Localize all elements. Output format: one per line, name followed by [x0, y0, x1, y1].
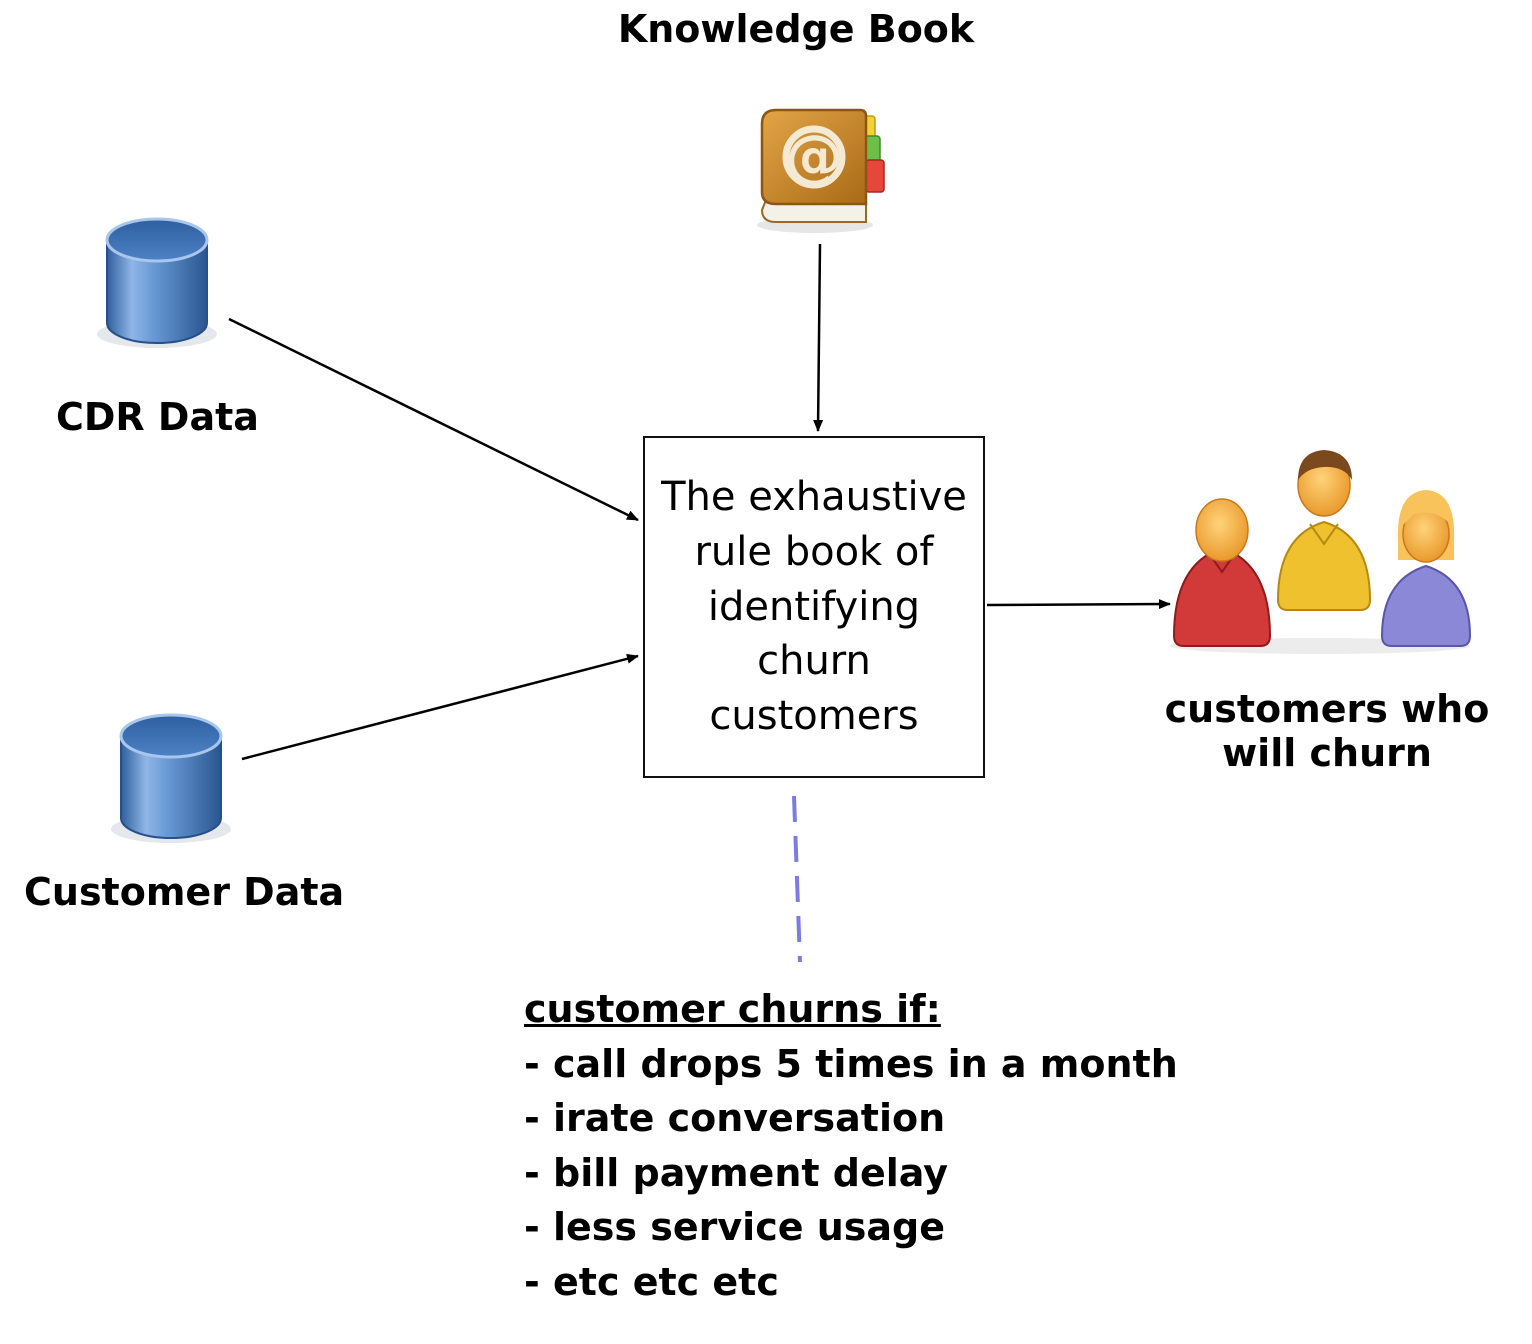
knowledge-book-label: Knowledge Book [617, 7, 975, 51]
list-item: - bill payment delay [524, 1150, 949, 1195]
list-item: - irate conversation [524, 1096, 946, 1140]
svg-text:@: @ [785, 122, 843, 190]
dashed-connector [792, 795, 802, 963]
book-to-rulebook-arrow [813, 243, 824, 432]
list-item: - etc etc etc [524, 1259, 779, 1304]
churn-rules-list: customer churns if: - call drops 5 times… [524, 982, 1178, 1309]
list-item: - less service usage [524, 1205, 946, 1249]
rule-book-text: The exhaustive rule book of identifying … [661, 474, 967, 740]
cdr-data-label: CDR Data [56, 395, 259, 439]
rulebook-to-customers-arrow [986, 599, 1171, 610]
churn-customers-label: customers who will churn [1164, 687, 1490, 775]
cdr-to-rulebook-arrow [228, 317, 639, 522]
database-icon [97, 217, 217, 348]
churn-rules-heading: customer churns if: [524, 987, 941, 1031]
list-item: - call drops 5 times in a month [524, 1041, 1178, 1086]
people-group-icon [1170, 450, 1472, 654]
database-icon [111, 713, 231, 843]
customer-data-label: Customer Data [24, 870, 345, 914]
address-book-icon: @ [757, 108, 885, 233]
customer-to-rulebook-arrow [241, 653, 639, 761]
rule-book-box: The exhaustive rule book of identifying … [643, 436, 985, 778]
